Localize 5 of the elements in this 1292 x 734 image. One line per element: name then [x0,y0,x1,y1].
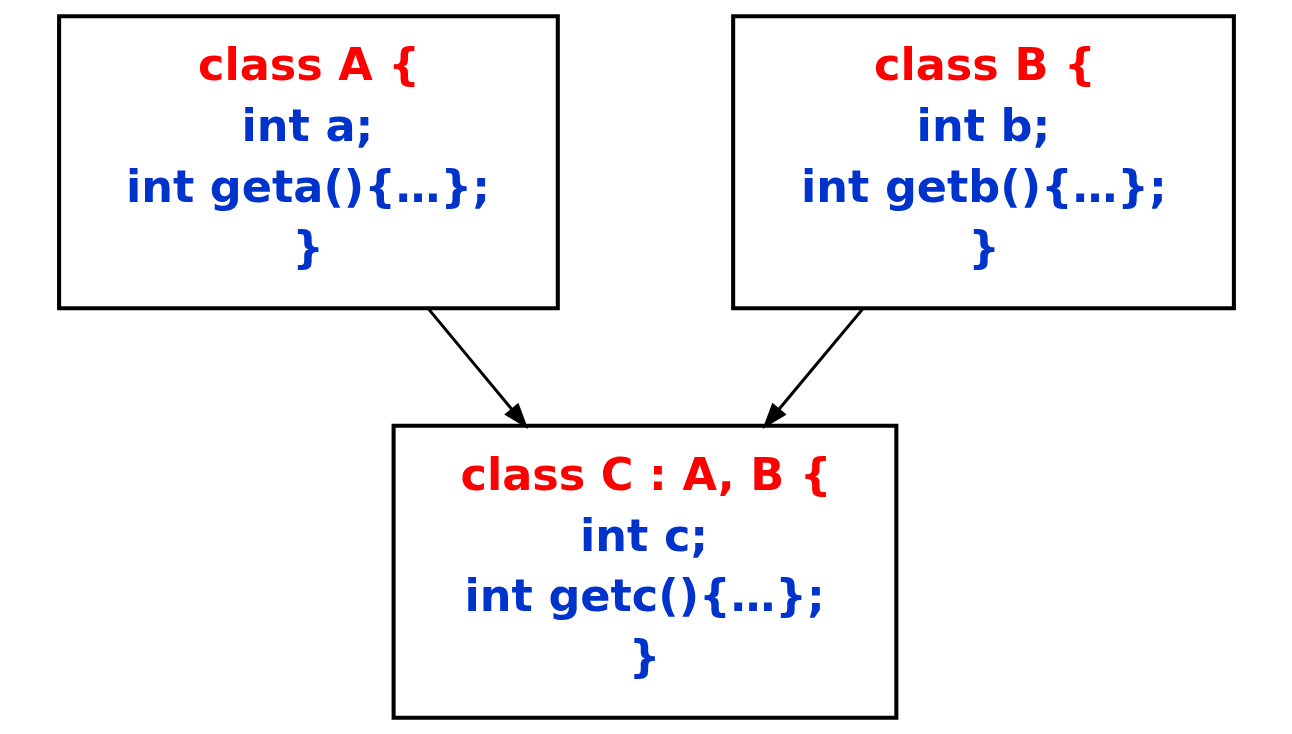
node-box: class C : A, B { int c; int getc(){…}; } [391,423,898,720]
arrow [762,307,864,429]
arrow [426,307,528,429]
node-box: class B { int b; int getb(){…}; } [730,14,1236,311]
node-box: class A { int a; int geta(){…}; } [56,14,560,311]
